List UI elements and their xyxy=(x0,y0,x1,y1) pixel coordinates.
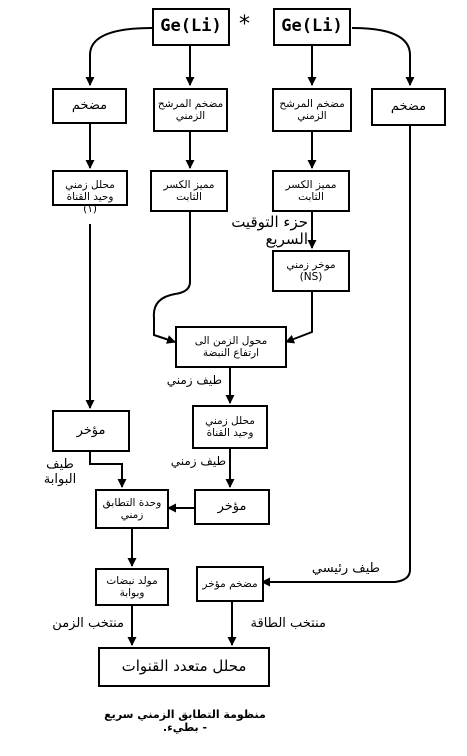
sca-1-frame xyxy=(52,170,128,206)
pulse-generator-and-gate: مولد نبضات وبوابة xyxy=(95,568,169,606)
ge-li-detector-right: Ge(Li) xyxy=(273,8,351,46)
multichannel-analyzer: محلل متعدد القنوات xyxy=(98,647,270,687)
coincidence-unit: وحدة التطابق زمني xyxy=(95,489,169,529)
time-spectrum-label-1: طيف زمني xyxy=(166,373,222,387)
amplifier-right: مضخم xyxy=(371,88,446,126)
amplifier-left: مضخم xyxy=(52,88,127,124)
figure-caption: منظومة التطابق الزمني سريع - بطيء. xyxy=(104,708,266,734)
timing-filter-amp-right: مضخم المرشح الزمني xyxy=(272,88,352,132)
main-spectrum-label: طيف رئيسي xyxy=(311,561,380,576)
constant-fraction-discriminator-left: مميز الكسر الثابت xyxy=(150,170,228,212)
energy-selector-label: منتخب الطاقة xyxy=(250,616,326,631)
fast-timing-label: حزء التوقيت السريع xyxy=(231,213,308,249)
ge-li-detector-left: Ge(Li) xyxy=(152,8,230,46)
gate-spectrum-label: طيف البوابة xyxy=(43,457,77,487)
time-delay-ns: موخر زمني (NS) xyxy=(272,250,350,292)
line-ge-left-to-amp xyxy=(85,27,153,86)
timing-filter-amp-left: مضخم المرشح الزمني xyxy=(153,88,228,132)
delay-middle: مؤخر xyxy=(194,489,270,525)
single-channel-analyzer-2: محلل زمني وحيد القناة xyxy=(192,405,268,449)
single-channel-analyzer-1: محلل زمني وحيد القناة (١) xyxy=(52,170,128,224)
line-ge-right-to-amp xyxy=(351,27,415,86)
time-to-amplitude-converter: محول الزمن الى ارتفاع النبضة xyxy=(175,326,287,368)
delay-left: مؤخر xyxy=(52,410,130,452)
delay-amplifier: مضخم مؤخر xyxy=(196,566,264,602)
time-selector-label: منتخب الزمن xyxy=(52,616,124,631)
constant-fraction-discriminator-right: مميز الكسر الثابت xyxy=(272,170,350,212)
source-star-icon: * xyxy=(239,12,250,37)
time-spectrum-label-2: طيف زمني xyxy=(170,454,226,468)
